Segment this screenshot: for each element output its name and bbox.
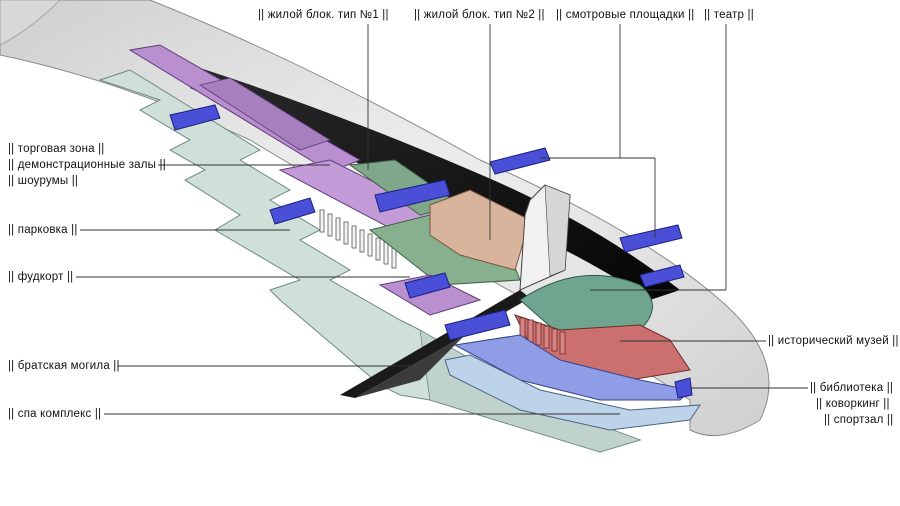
label-history-museum: || исторический музей || xyxy=(768,335,899,347)
label-theatre: || театр || xyxy=(704,9,754,21)
label-trade-zone: || торговая зона || xyxy=(8,143,105,155)
blue-bar xyxy=(169,104,221,131)
label-food-court: || фудкорт || xyxy=(8,271,74,283)
blue-bar xyxy=(674,377,693,399)
purple-upper-block xyxy=(198,77,331,151)
label-viewing-platforms: || смотровые площадки || xyxy=(556,9,695,21)
leader-lines xyxy=(76,24,808,415)
blue-bars xyxy=(169,104,693,399)
label-gym: || спортзал || xyxy=(824,414,894,426)
blue-bar xyxy=(619,224,683,253)
museum-facade xyxy=(519,317,566,355)
label-showrooms: || шоурумы || xyxy=(8,175,79,187)
blue-bar xyxy=(489,147,551,175)
mountain-edge-left xyxy=(0,0,61,46)
blue-bar xyxy=(269,197,316,225)
label-living-block-2: || жилой блок. тип №2 || xyxy=(414,9,545,21)
label-coworking: || коворкинг || xyxy=(816,398,890,410)
tan-living-block xyxy=(429,189,531,271)
blue-bar xyxy=(404,272,451,299)
label-demo-halls: || демонстрационные залы || xyxy=(8,159,166,171)
blue-bar xyxy=(374,179,451,213)
tower-shadow xyxy=(544,184,571,277)
blue-bar xyxy=(444,309,511,341)
label-parking: || парковка || xyxy=(8,224,78,236)
spa-tier xyxy=(444,354,701,431)
label-spa-complex: || спа комплекс || xyxy=(8,408,102,420)
label-mass-grave: || братская могила || xyxy=(8,360,120,372)
blue-bar xyxy=(639,264,685,288)
colonnade xyxy=(319,209,397,269)
purple-foodcourt-block xyxy=(378,274,482,316)
label-library: || библиотека || xyxy=(810,382,894,394)
label-living-block-1: || жилой блок. тип №1 || xyxy=(258,9,389,21)
